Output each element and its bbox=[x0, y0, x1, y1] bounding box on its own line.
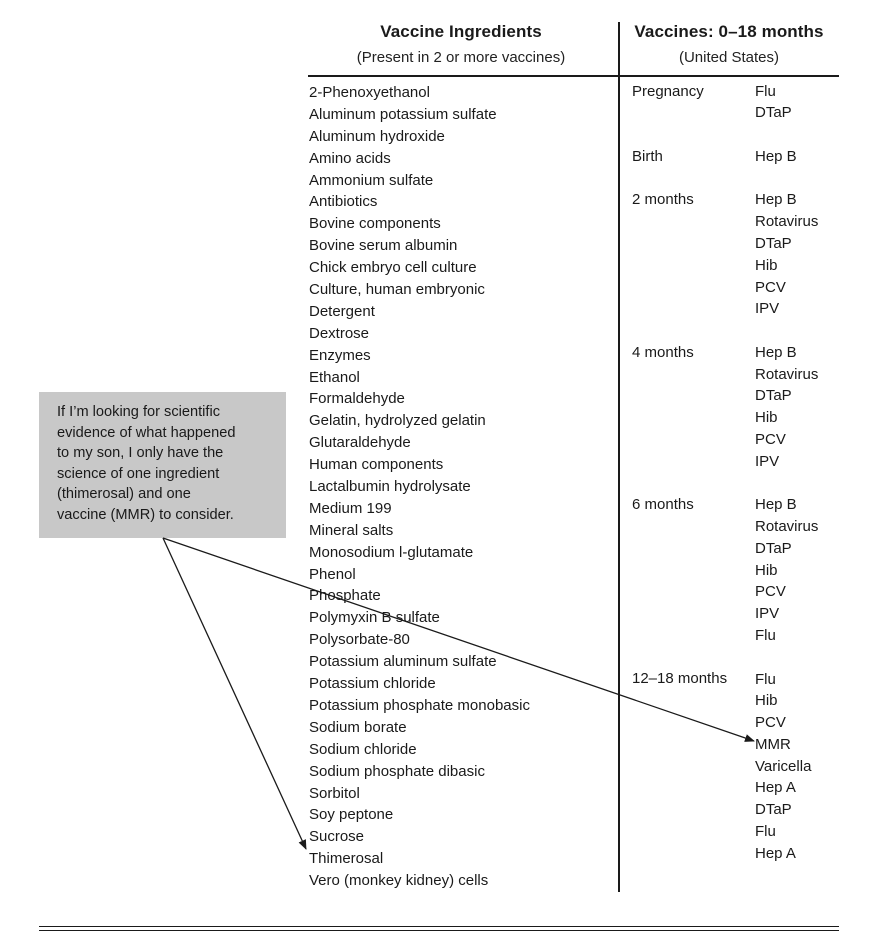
callout-line: to my son, I only have the bbox=[57, 445, 224, 462]
ingredient-item: Dextrose bbox=[309, 324, 370, 342]
vaccine-item: IPV bbox=[755, 453, 780, 470]
ingredient-item: Thimerosal bbox=[309, 850, 384, 868]
vaccine-item: Hib bbox=[755, 692, 778, 709]
callout-line: evidence of what happened bbox=[57, 424, 236, 441]
age-6-months: 6 months bbox=[632, 496, 694, 513]
ingredient-item: Ammonium sulfate bbox=[309, 171, 434, 189]
ingredient-item: Bovine serum albumin bbox=[309, 237, 458, 255]
ingredient-item: Monosodium l-glutamate bbox=[309, 543, 474, 561]
ingredient-item: Sodium phosphate dibasic bbox=[309, 762, 485, 780]
ingredients-list: 2-Phenoxyethanol Aluminum potassium sulf… bbox=[309, 82, 530, 892]
vaccines-header-subtitle: (United States) bbox=[678, 49, 780, 66]
ingredient-item: Human components bbox=[309, 456, 444, 474]
vaccine-item: Hep B bbox=[755, 191, 797, 208]
ingredients-header: Vaccine Ingredients (Present in 2 or mor… bbox=[310, 22, 612, 66]
ingredient-item: Lactalbumin hydrolysate bbox=[309, 478, 471, 496]
ingredient-item: Aluminum hydroxide bbox=[309, 127, 445, 145]
ingredient-item: Phenol bbox=[309, 565, 356, 583]
ingredient-item: Soy peptone bbox=[309, 806, 394, 824]
column-divider bbox=[618, 22, 620, 892]
arrow-to-thimerosal bbox=[162, 537, 307, 850]
ingredient-item: Phosphate bbox=[309, 587, 381, 605]
footer-rule-top bbox=[39, 926, 839, 927]
ingredient-item: Potassium chloride bbox=[309, 675, 436, 693]
ingredient-item: 2-Phenoxyethanol bbox=[309, 84, 430, 101]
vaccine-item: Flu bbox=[755, 671, 776, 688]
ingredient-item: Detergent bbox=[309, 302, 375, 320]
callout-box: If I’m looking for scientific evidence o… bbox=[39, 392, 286, 538]
ingredient-item: Sodium borate bbox=[309, 718, 407, 736]
ingredient-item: Ethanol bbox=[309, 368, 360, 386]
vaccine-item: Hep A bbox=[755, 845, 796, 862]
arrow-to-mmr bbox=[162, 537, 755, 742]
vaccine-item: Hep A bbox=[755, 779, 796, 796]
vaccines-header: Vaccines: 0–18 months (United States) bbox=[622, 22, 836, 66]
ingredient-item: Sucrose bbox=[309, 828, 365, 846]
vaccine-item: PCV bbox=[755, 583, 786, 600]
age-12-18-months: 12–18 months bbox=[632, 670, 728, 687]
ingredient-item: Formaldehyde bbox=[309, 390, 405, 408]
ingredient-item: Potassium phosphate monobasic bbox=[309, 696, 530, 714]
vaccine-item: Hep B bbox=[755, 344, 797, 361]
ingredient-item: Chick embryo cell culture bbox=[309, 259, 477, 277]
vaccine-item: Flu bbox=[755, 83, 776, 100]
vaccine-item: Varicella bbox=[755, 758, 812, 775]
vaccine-item: Hep B bbox=[755, 148, 797, 165]
vaccine-item: Hep B bbox=[755, 496, 797, 513]
vaccine-item: Rotavirus bbox=[755, 366, 819, 383]
ingredient-item: Polysorbate-80 bbox=[309, 631, 410, 649]
vaccine-item: DTaP bbox=[755, 387, 792, 404]
ingredient-item: Sorbitol bbox=[309, 784, 360, 802]
ingredients-header-subtitle: (Present in 2 or more vaccines) bbox=[356, 49, 566, 66]
ingredient-item: Sodium chloride bbox=[309, 740, 417, 758]
vaccine-item: Rotavirus bbox=[755, 518, 819, 535]
vaccine-item: Hib bbox=[755, 409, 778, 426]
vaccine-item: PCV bbox=[755, 714, 786, 731]
ingredient-item: Culture, human embryonic bbox=[309, 281, 485, 299]
ingredient-item: Amino acids bbox=[309, 149, 391, 167]
ingredient-item: Enzymes bbox=[309, 346, 371, 364]
callout-line: (thimerosal) and one bbox=[57, 486, 191, 503]
vaccine-item: DTaP bbox=[755, 235, 792, 252]
age-pregnancy: Pregnancy bbox=[632, 83, 704, 100]
ingredients-header-title: Vaccine Ingredients bbox=[380, 22, 542, 41]
callout-line: If I’m looking for scientific bbox=[57, 404, 221, 420]
vaccine-item-mmr: MMR bbox=[755, 736, 791, 753]
callout-line: science of one ingredient bbox=[57, 465, 220, 482]
footer-rule-bottom bbox=[39, 930, 839, 931]
vaccine-item: Hib bbox=[755, 257, 778, 274]
header-rule bbox=[308, 75, 839, 77]
ingredient-item: Vero (monkey kidney) cells bbox=[309, 872, 489, 890]
ingredient-item: Gelatin, hydrolyzed gelatin bbox=[309, 412, 486, 430]
ingredient-item: Mineral salts bbox=[309, 521, 394, 539]
age-birth: Birth bbox=[632, 148, 663, 165]
vaccine-item: Hib bbox=[755, 562, 778, 579]
ingredient-item: Potassium aluminum sulfate bbox=[309, 653, 497, 671]
vaccine-item: IPV bbox=[755, 300, 780, 317]
ingredient-item: Glutaraldehyde bbox=[309, 434, 411, 452]
vaccine-item: Rotavirus bbox=[755, 213, 819, 230]
ingredient-item: Bovine components bbox=[309, 215, 441, 233]
vaccine-item: PCV bbox=[755, 279, 786, 296]
vaccine-item: Flu bbox=[755, 627, 776, 644]
vaccine-item: DTaP bbox=[755, 104, 792, 121]
vaccine-item: Flu bbox=[755, 823, 776, 840]
age-2-months: 2 months bbox=[632, 191, 694, 208]
vaccines-header-title: Vaccines: 0–18 months bbox=[634, 22, 824, 41]
age-4-months: 4 months bbox=[632, 344, 694, 361]
vaccine-item: IPV bbox=[755, 605, 780, 622]
ingredient-item: Antibiotics bbox=[309, 193, 378, 211]
ingredient-item: Medium 199 bbox=[309, 499, 392, 517]
callout-line: vaccine (MMR) to consider. bbox=[57, 506, 234, 523]
vaccine-item: PCV bbox=[755, 431, 786, 448]
vaccine-item: DTaP bbox=[755, 801, 792, 818]
vaccine-item: DTaP bbox=[755, 540, 792, 557]
ingredient-item: Aluminum potassium sulfate bbox=[309, 105, 497, 123]
